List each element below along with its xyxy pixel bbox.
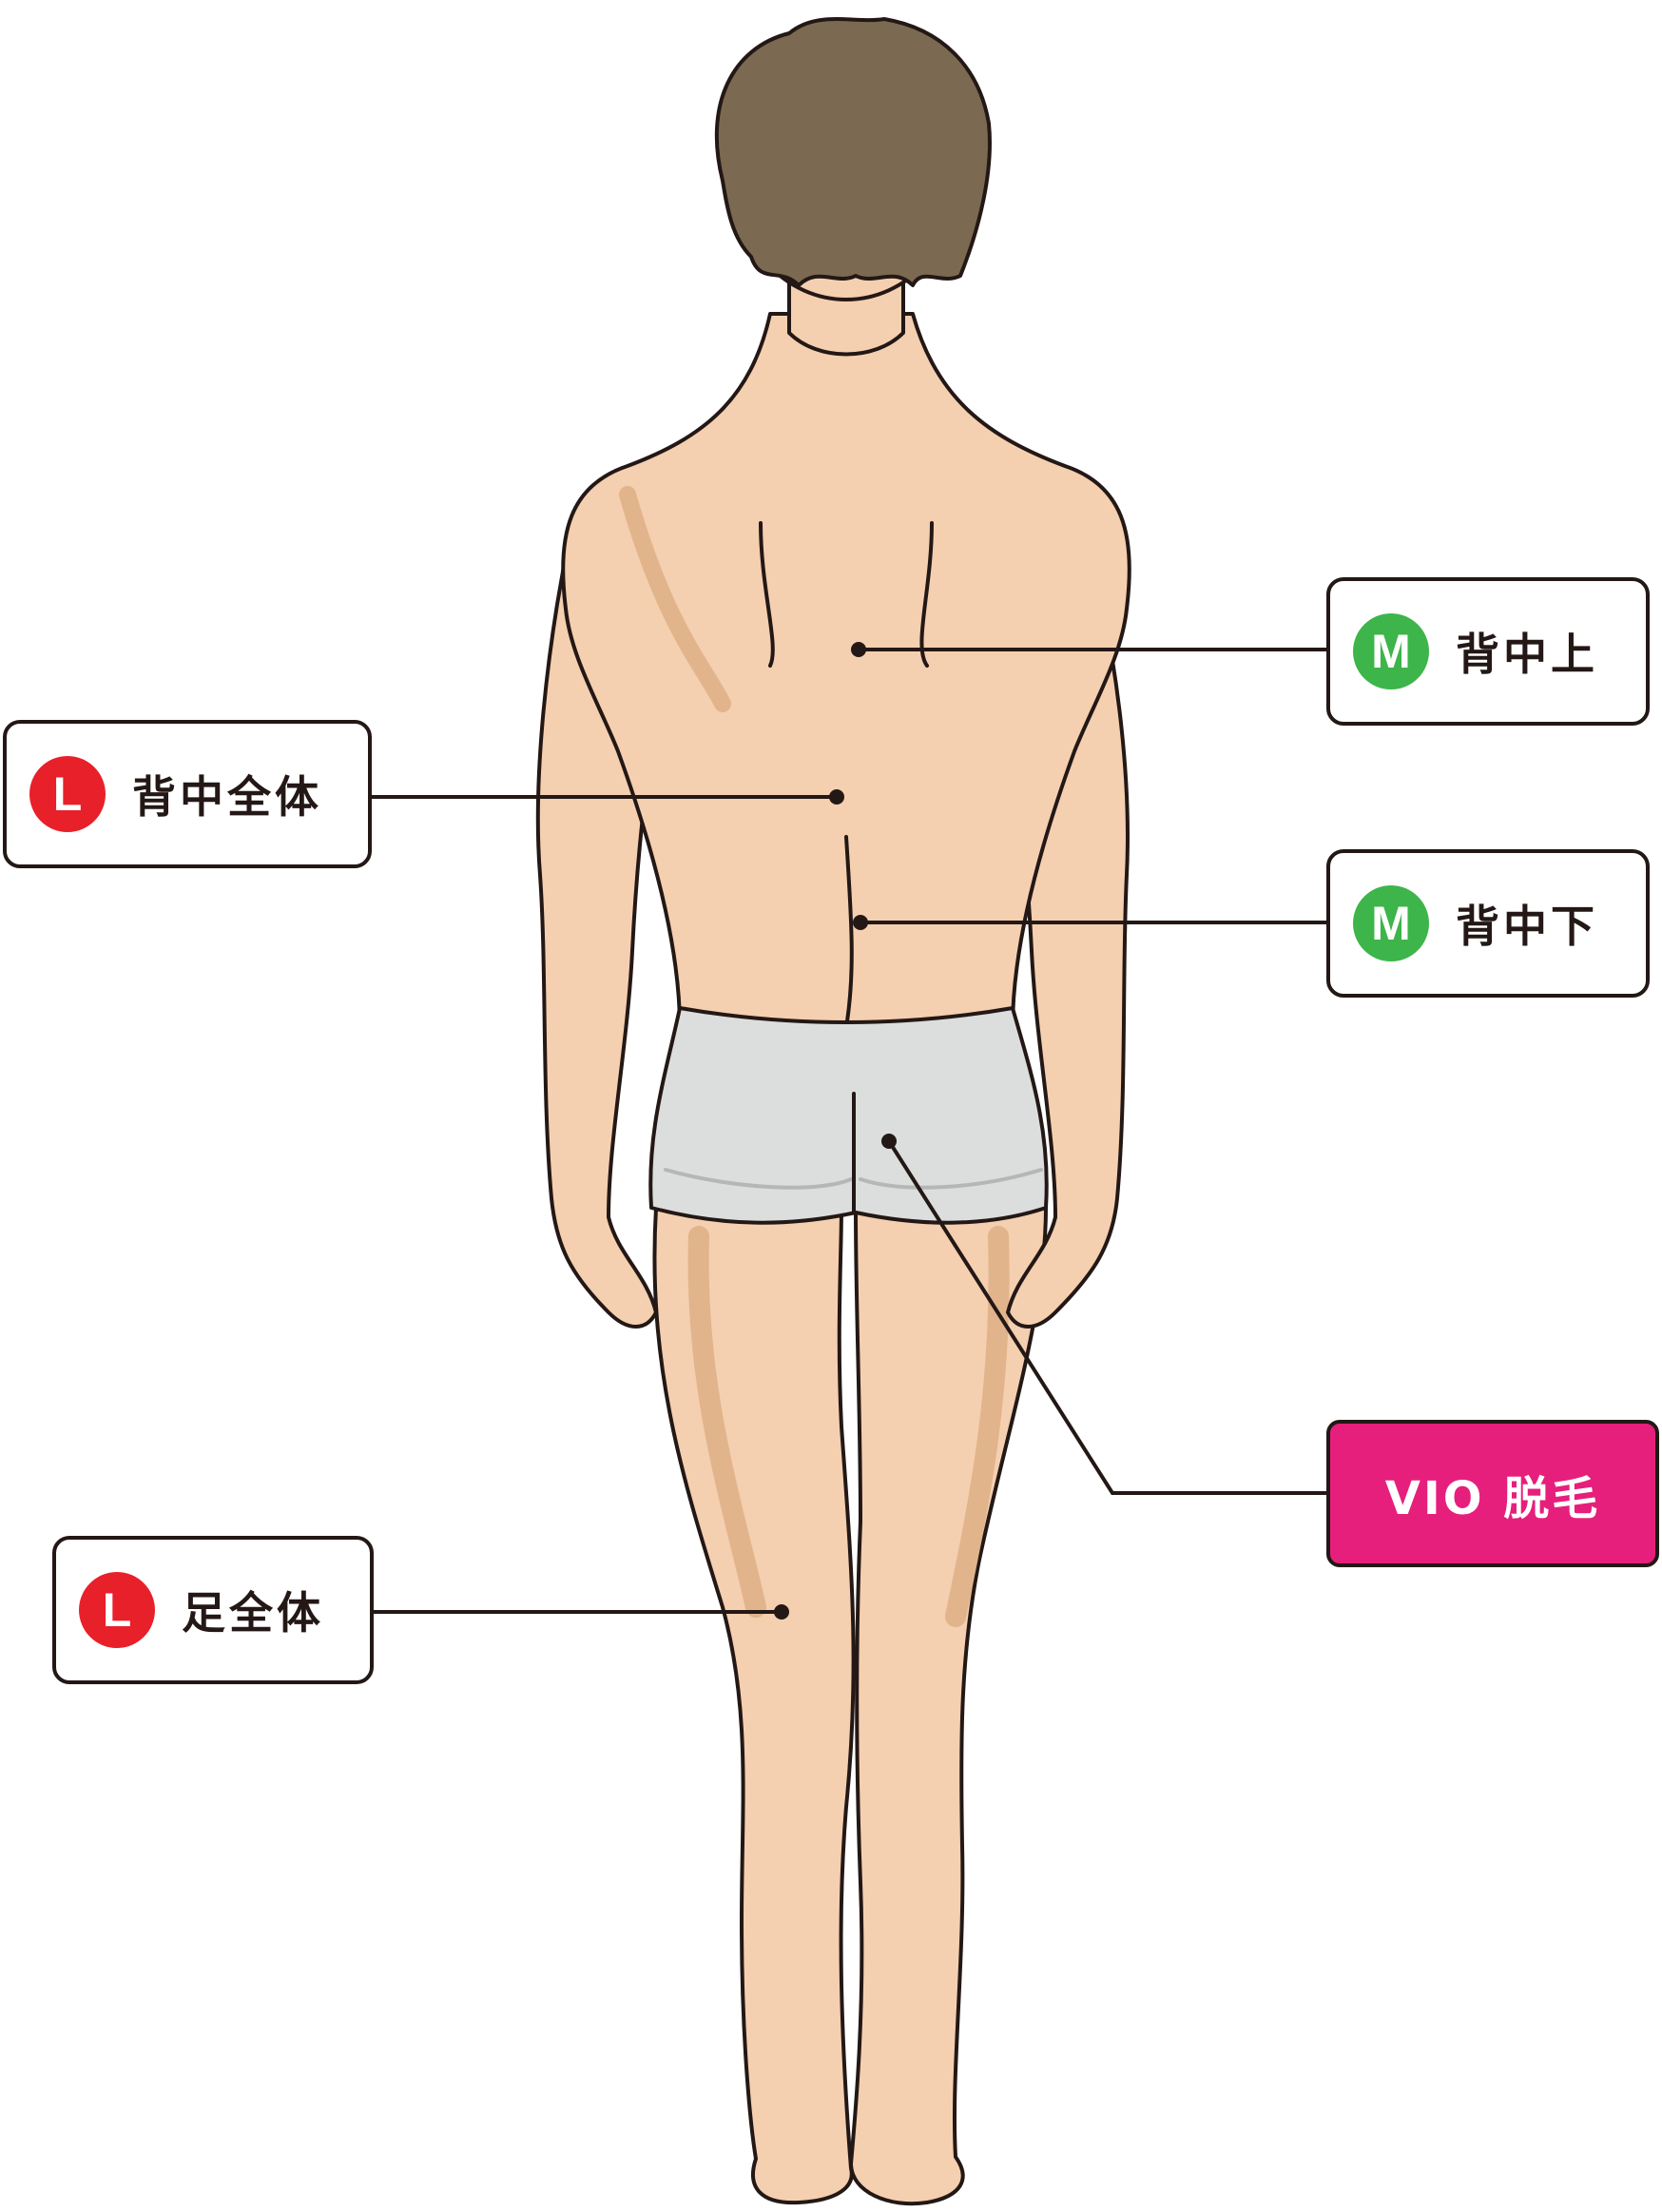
point-vio xyxy=(881,1134,897,1149)
briefs xyxy=(648,1006,1049,1225)
point-whole-back xyxy=(829,789,844,805)
leader-vio xyxy=(887,1139,1326,1495)
label-upper-back[interactable]: M 背中上 xyxy=(1326,577,1650,726)
size-badge-l: L xyxy=(29,756,106,832)
label-text: 背中上 xyxy=(1456,629,1598,680)
right-leg xyxy=(849,1206,1048,2206)
label-text: 足全体 xyxy=(182,1587,324,1639)
point-upper-back xyxy=(851,642,866,657)
label-lower-back[interactable]: M 背中下 xyxy=(1326,849,1650,998)
size-badge-l: L xyxy=(79,1572,155,1648)
label-whole-legs[interactable]: L 足全体 xyxy=(52,1536,374,1684)
label-whole-back[interactable]: L 背中全体 xyxy=(3,720,372,868)
left-leg xyxy=(652,1206,856,2205)
point-whole-legs xyxy=(774,1604,789,1620)
label-vio[interactable]: VIO 脱毛 xyxy=(1326,1420,1659,1567)
label-text: 背中全体 xyxy=(132,771,322,823)
size-badge-m: M xyxy=(1353,613,1429,689)
hair xyxy=(714,17,992,287)
label-text: 背中下 xyxy=(1456,901,1598,952)
point-lower-back xyxy=(853,915,868,930)
size-badge-m: M xyxy=(1353,885,1429,961)
